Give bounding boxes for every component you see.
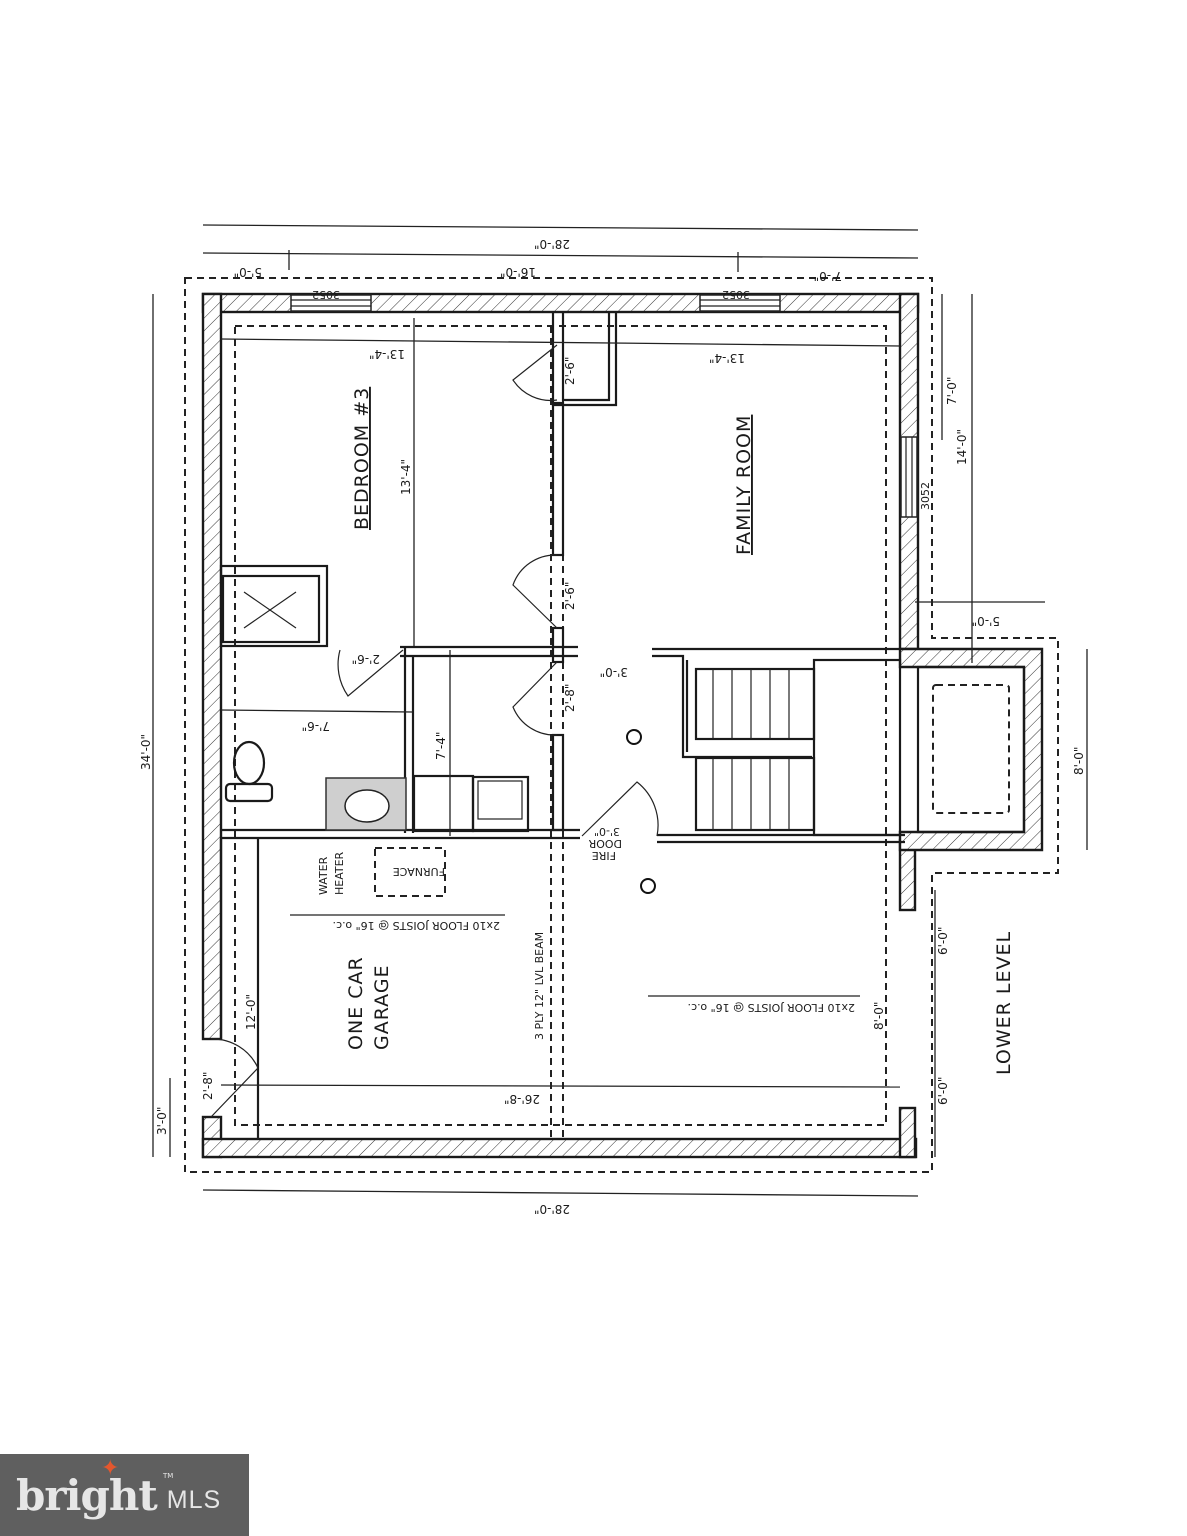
dim-overall-left: 34'-0" [139, 734, 153, 770]
dim-top-left: 5'-0" [234, 265, 262, 279]
logo-suffix: MLS [166, 1485, 222, 1514]
dim-right-2: 14'-0" [955, 429, 969, 465]
window-label: 3052 [722, 288, 750, 301]
furnace-label: FURNACE [393, 865, 445, 878]
stair-treads [712, 669, 790, 830]
dim-right-lower-b: 6'-0" [936, 1077, 950, 1105]
fire-door-label: FIRE [592, 849, 616, 862]
fire-door-width: 3'-0" [594, 825, 620, 838]
joists-label-garage: 2x10 FLOOR JOISTS @ 16" o.c. [333, 919, 500, 932]
dim-garage-length: 26'-8" [504, 1092, 540, 1106]
door-swings [210, 344, 659, 1118]
room-label-bedroom: BEDROOM #3 [351, 387, 373, 530]
drawing-title: LOWER LEVEL [993, 931, 1015, 1075]
dim-laundry-door: 2'-8" [563, 684, 577, 712]
dim-bump-out: 8'-0" [1072, 747, 1086, 775]
dim-left-small: 3'-0" [155, 1107, 169, 1135]
logo-brand-word: bright [16, 1470, 158, 1520]
beam-label: 3 PLY 12" LVL BEAM [533, 932, 546, 1040]
dim-right-3: 5'-0" [972, 614, 1000, 628]
room-label-family-room: FAMILY ROOM [733, 415, 755, 555]
footing-outline [184, 277, 1059, 1173]
dim-bath-width: 7'-6" [302, 719, 330, 733]
dim-top-right: 7'-0" [814, 269, 842, 283]
dim-right-lower-a: 6'-0" [936, 927, 950, 955]
logo-trademark: TM [163, 1472, 174, 1480]
dim-overall-top: 28'-0" [534, 237, 570, 251]
smoke-detector-icon [626, 729, 642, 745]
room-label-garage-2: GARAGE [371, 964, 393, 1050]
dim-garage-inner: 8'-0" [872, 1002, 886, 1030]
smoke-detector-icon [640, 878, 656, 894]
labels: BEDROOM #3 FAMILY ROOM ONE CAR GARAGE LO… [139, 237, 1086, 1216]
dim-right-1: 7'-0" [945, 377, 959, 405]
logo-star-icon: ✦ [101, 1456, 120, 1481]
fire-door-label-2: DOOR [588, 837, 622, 850]
dim-garage-door: 2'-8" [201, 1072, 215, 1100]
joists-label-main: 2x10 FLOOR JOISTS @ 16" o.c. [688, 1001, 855, 1014]
room-label-garage-1: ONE CAR [345, 956, 367, 1050]
dim-bedroom-width: 13'-4" [369, 347, 405, 361]
window-label: 3052 [312, 288, 340, 301]
dimension-lines [152, 224, 1088, 1197]
dim-bedroom-door: 2'-6" [563, 582, 577, 610]
dim-top-mid: 16'-0" [500, 265, 536, 279]
dim-bedroom-length: 13'-4" [399, 459, 413, 495]
window-label: 3052 [919, 482, 932, 510]
interior-walls [219, 311, 905, 1139]
dim-closet-door: 2'-6" [563, 357, 577, 385]
windows [290, 294, 918, 518]
dim-laundry-width: 7'-4" [434, 732, 448, 760]
dim-hall-width: 3'-0" [600, 665, 628, 679]
water-heater-label-2: HEATER [333, 851, 346, 895]
water-heater-label: WATER [317, 856, 330, 895]
dim-overall-bottom: 28'-0" [534, 1202, 570, 1216]
bright-mls-logo: bright ✦ TM MLS [0, 1454, 249, 1536]
dim-garage-depth: 12'-0" [244, 994, 258, 1030]
dim-family-width: 13'-4" [709, 351, 745, 365]
exterior-walls [201, 292, 1044, 1159]
dim-bath-door: 2'-6" [352, 652, 380, 666]
